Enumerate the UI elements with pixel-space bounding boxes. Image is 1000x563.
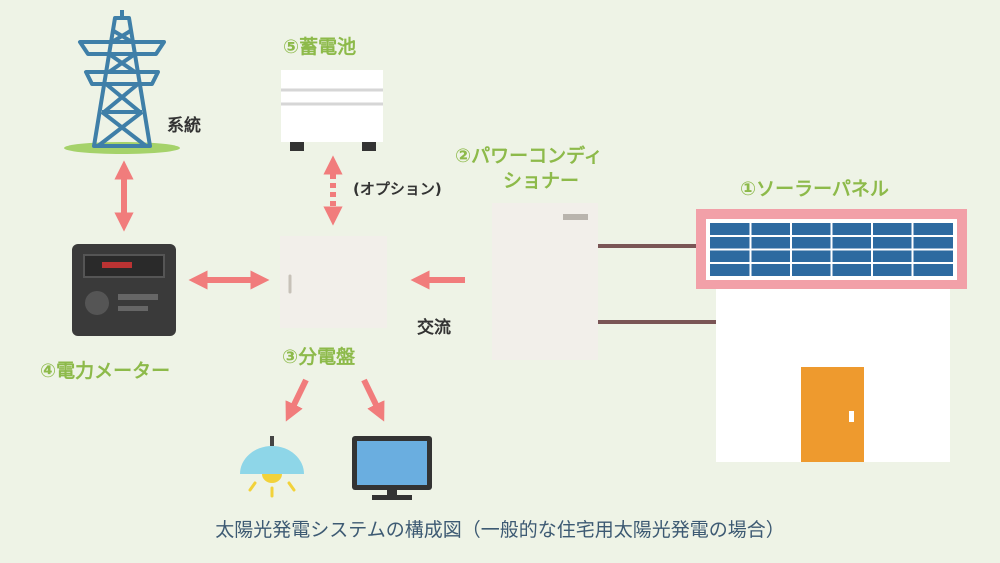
flow-arrows [114,160,465,422]
electric-meter-icon [72,244,176,336]
solar-house-icon [696,209,967,462]
arrow-board-monitor [361,378,385,422]
option-label: (オプション) [353,180,442,198]
ac-label: 交流 [417,318,451,338]
distribution-board-label: ③分電盤 [282,346,356,368]
conditioner-label-line2: ショナー [503,170,580,192]
meter-label: ④電力メーター [40,360,171,382]
solar-panel-label: ①ソーラーパネル [740,178,889,200]
diagram-caption: 太陽光発電システムの構成図（一般的な住宅用太陽光発電の場合） [215,519,785,541]
battery-icon [281,70,383,151]
grid-label: 系統 [167,116,201,136]
distribution-board-icon [280,236,387,328]
door [801,367,864,462]
power-conditioner-icon [492,203,598,360]
monitor-icon [352,436,432,500]
transmission-tower-icon [64,10,180,154]
battery-label: ⑤蓄電池 [283,36,357,58]
ceiling-lamp-icon [240,436,304,498]
arrow-board-lamp [285,378,309,422]
conditioner-label-line1: ②パワーコンディ [455,145,603,167]
